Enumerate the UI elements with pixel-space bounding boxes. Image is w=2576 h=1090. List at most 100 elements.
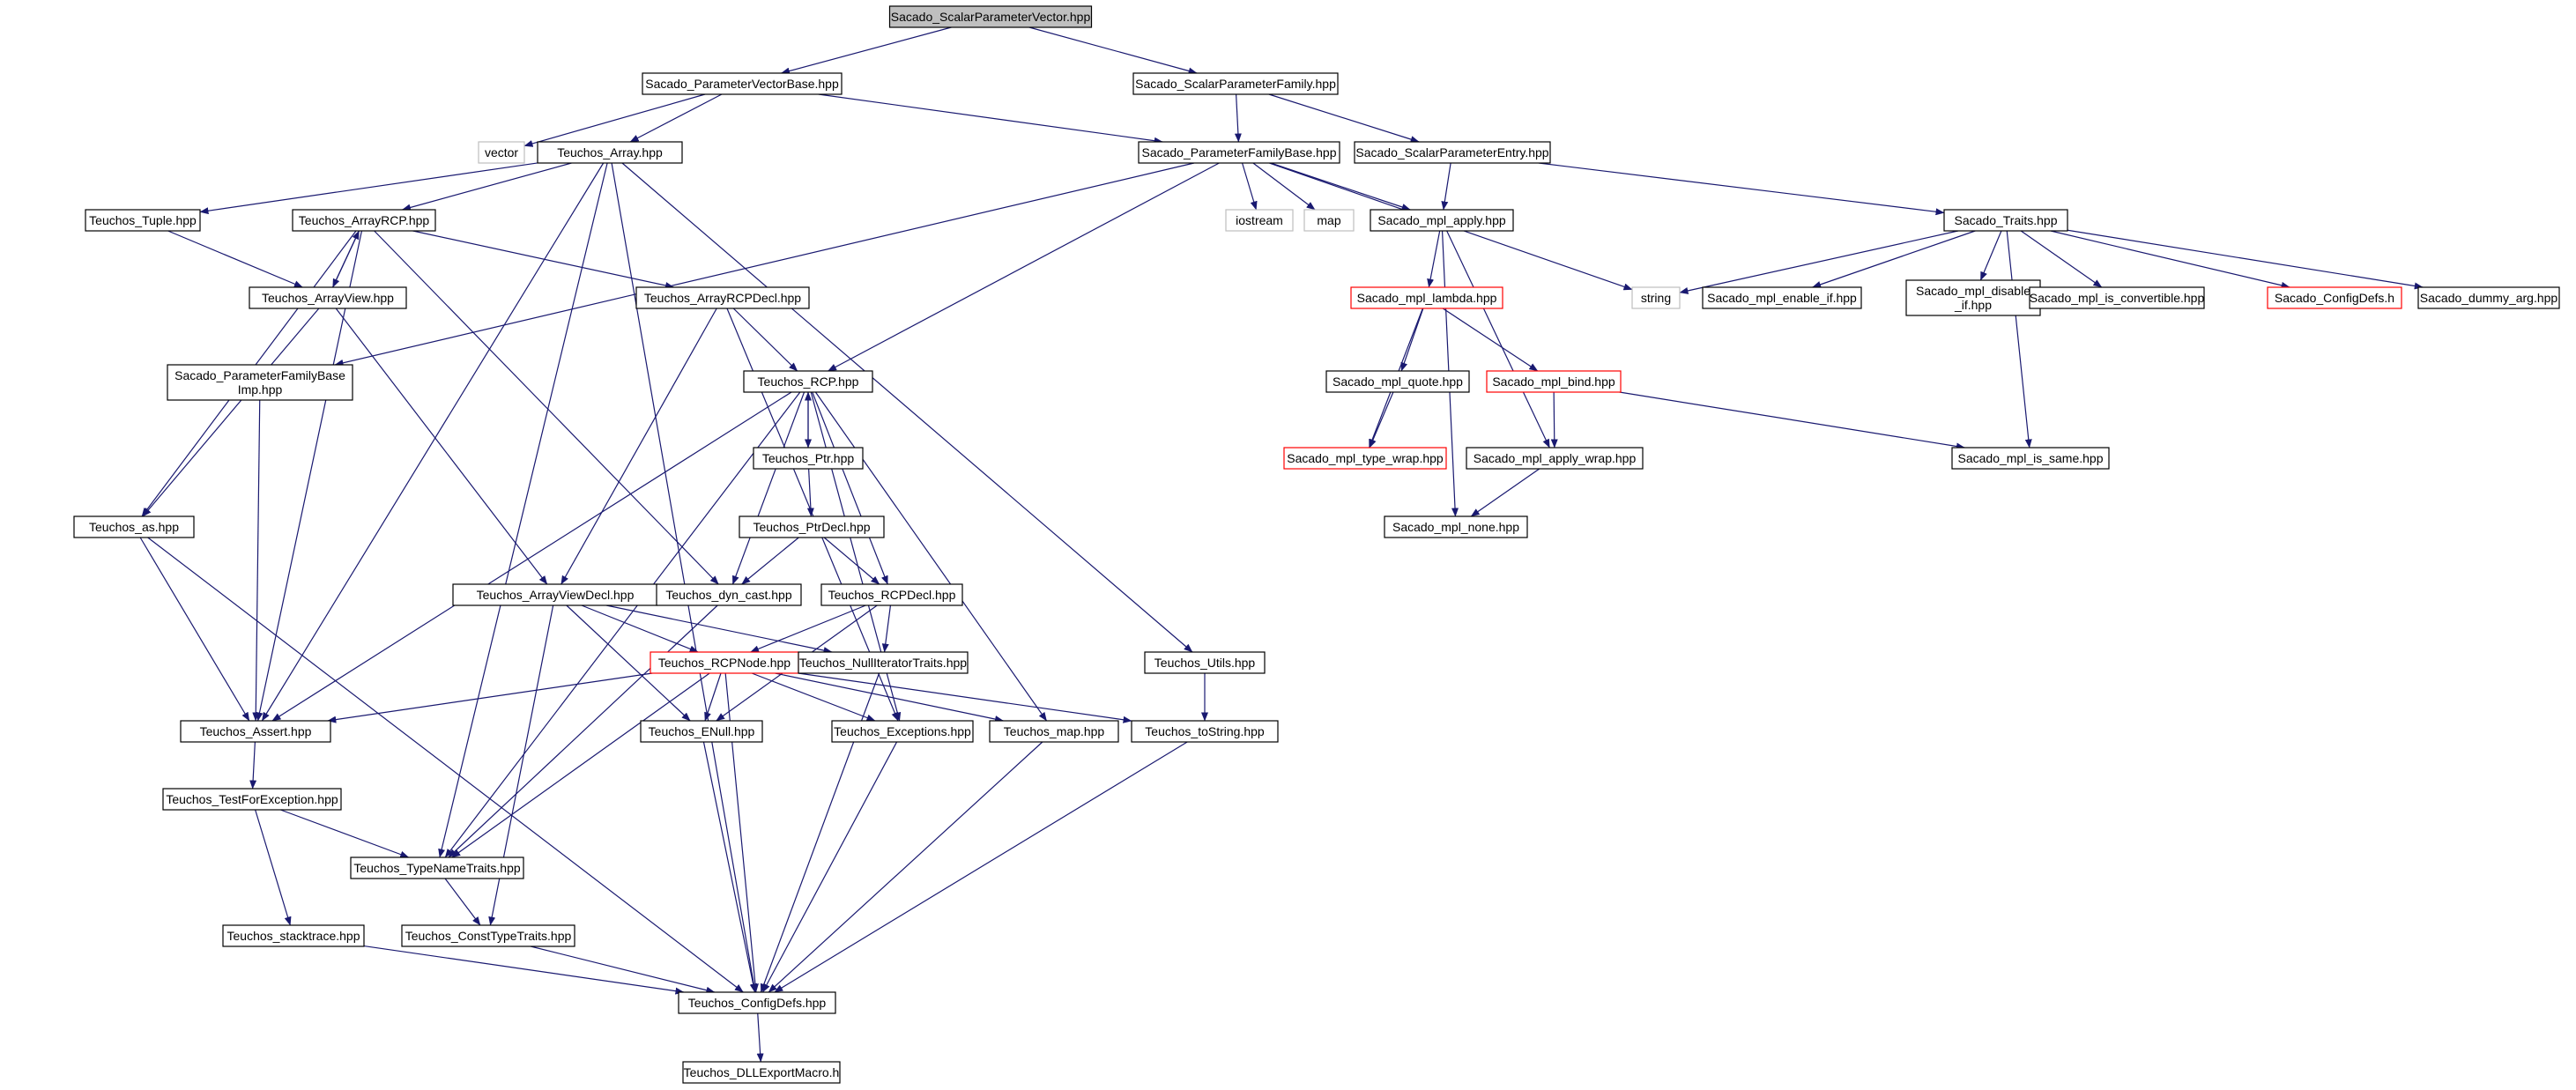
edge-trcp-to-tdyn <box>731 391 805 585</box>
node-label-tstack: Teuchos_stacktrace.hpp <box>227 929 360 943</box>
edge-svec-to-pvb <box>781 26 952 75</box>
node-label-pfb: Sacado_ParameterFamilyBase.hpp <box>1141 145 1336 159</box>
edge-straits-to-issame <box>2006 230 2032 449</box>
node-label-tavdecl: Teuchos_ArrayViewDecl.hpp <box>477 588 635 602</box>
edge-pfb-to-iostream <box>1242 162 1258 211</box>
node-tarcp[interactable]: Teuchos_ArrayRCP.hpp <box>292 209 436 232</box>
node-tav[interactable]: Teuchos_ArrayView.hpp <box>249 286 407 309</box>
edge-tmap-to-tconfig <box>768 741 1043 993</box>
node-tarcpdecl[interactable]: Teuchos_ArrayRCPDecl.hpp <box>635 286 810 309</box>
node-tstack[interactable]: Teuchos_stacktrace.hpp <box>222 924 365 947</box>
node-straits[interactable]: Sacado_Traits.hpp <box>1943 209 2068 232</box>
node-none[interactable]: Sacado_mpl_none.hpp <box>1384 515 1528 538</box>
node-label-vector: vector <box>485 145 518 159</box>
node-label-ttostr: Teuchos_toString.hpp <box>1145 724 1265 738</box>
edge-lambda-to-bind <box>1442 308 1539 372</box>
node-pvb[interactable]: Sacado_ParameterVectorBase.hpp <box>642 72 843 95</box>
edge-trcpdecl-to-tnulliter <box>881 604 892 653</box>
edge-tarcp-to-tarcpdecl <box>412 230 674 289</box>
node-tdyn[interactable]: Teuchos_dyn_cast.hpp <box>656 583 802 606</box>
node-lambda[interactable]: Sacado_mpl_lambda.hpp <box>1350 286 1503 309</box>
node-quote[interactable]: Sacado_mpl_quote.hpp <box>1325 370 1470 393</box>
node-label-spf: Sacado_ScalarParameterFamily.hpp <box>1135 77 1336 91</box>
node-trcpnode[interactable]: Teuchos_RCPNode.hpp <box>650 651 799 674</box>
node-box-pvb <box>642 72 843 95</box>
edge-trcp-to-trcpdecl <box>812 391 888 585</box>
node-trcp[interactable]: Teuchos_RCP.hpp <box>743 370 873 393</box>
node-trcpdecl[interactable]: Teuchos_RCPDecl.hpp <box>820 583 963 606</box>
node-tconfig[interactable]: Teuchos_ConfigDefs.hpp <box>678 991 836 1014</box>
node-box-tutils <box>1144 651 1266 674</box>
node-label-ttuple: Teuchos_Tuple.hpp <box>89 213 197 227</box>
node-label-string: string <box>1641 291 1671 305</box>
node-box-isconv <box>2029 286 2205 309</box>
edge-trcpnode-to-tassert <box>327 672 653 723</box>
node-label-tarcpdecl: Teuchos_ArrayRCPDecl.hpp <box>644 291 801 305</box>
node-label-iostream: iostream <box>1236 213 1283 227</box>
edge-tassert-to-ttfe <box>249 741 257 790</box>
node-issame[interactable]: Sacado_mpl_is_same.hpp <box>1951 447 2110 470</box>
node-box-spf <box>1132 72 1339 95</box>
edge-texc-to-tconfig <box>761 741 898 993</box>
node-ttuple[interactable]: Teuchos_Tuple.hpp <box>85 209 201 232</box>
edge-bind-to-applywrap <box>1550 391 1558 449</box>
node-label-sconfig: Sacado_ConfigDefs.h <box>2275 291 2394 305</box>
node-tenull[interactable]: Teuchos_ENull.hpp <box>640 720 763 743</box>
node-box-tarcpdecl <box>635 286 810 309</box>
node-isconv[interactable]: Sacado_mpl_is_convertible.hpp <box>2029 286 2205 309</box>
node-label-dummy: Sacado_dummy_arg.hpp <box>2420 291 2558 305</box>
node-tptr[interactable]: Teuchos_Ptr.hpp <box>753 447 864 470</box>
node-typewrap[interactable]: Sacado_mpl_type_wrap.hpp <box>1283 447 1447 470</box>
node-vector: vector <box>478 141 525 164</box>
node-texc[interactable]: Teuchos_Exceptions.hpp <box>831 720 974 743</box>
node-tas[interactable]: Teuchos_as.hpp <box>73 515 195 538</box>
node-box-tarcp <box>292 209 436 232</box>
node-tassert[interactable]: Teuchos_Assert.hpp <box>180 720 331 743</box>
node-label-texc: Teuchos_Exceptions.hpp <box>834 724 971 738</box>
edge-straits-to-sconfig <box>2050 230 2290 289</box>
node-tarray[interactable]: Teuchos_Array.hpp <box>537 141 683 164</box>
node-box-typewrap <box>1283 447 1447 470</box>
node-label-tutils: Teuchos_Utils.hpp <box>1154 656 1256 670</box>
node-label-typewrap: Sacado_mpl_type_wrap.hpp <box>1287 451 1444 465</box>
node-box-lambda <box>1350 286 1503 309</box>
node-dummy[interactable]: Sacado_dummy_arg.hpp <box>2417 286 2560 309</box>
node-disableif[interactable]: Sacado_mpl_disable_if.hpp <box>1905 279 2041 316</box>
edge-bind-to-issame <box>1619 391 1965 450</box>
node-tctt[interactable]: Teuchos_ConstTypeTraits.hpp <box>401 924 575 947</box>
node-tavdecl[interactable]: Teuchos_ArrayViewDecl.hpp <box>452 583 658 606</box>
node-spf[interactable]: Sacado_ScalarParameterFamily.hpp <box>1132 72 1339 95</box>
node-bind[interactable]: Sacado_mpl_bind.hpp <box>1486 370 1622 393</box>
node-enableif[interactable]: Sacado_mpl_enable_if.hpp <box>1702 286 1862 309</box>
node-label-tnulliter: Teuchos_NullIteratorTraits.hpp <box>799 656 967 670</box>
node-sconfig[interactable]: Sacado_ConfigDefs.h <box>2267 286 2402 309</box>
node-ttostr[interactable]: Teuchos_toString.hpp <box>1131 720 1279 743</box>
edge-tconfig-to-tdll <box>756 1012 764 1063</box>
node-tutils[interactable]: Teuchos_Utils.hpp <box>1144 651 1266 674</box>
node-tptrdecl[interactable]: Teuchos_PtrDecl.hpp <box>739 515 885 538</box>
node-applywrap[interactable]: Sacado_mpl_apply_wrap.hpp <box>1466 447 1644 470</box>
node-mplapply[interactable]: Sacado_mpl_apply.hpp <box>1370 209 1514 232</box>
edge-tarray-to-tarcp <box>401 162 572 211</box>
edge-straits-to-string <box>1679 230 1958 294</box>
edge-pfb-to-map <box>1252 162 1316 211</box>
node-box-map <box>1303 209 1355 232</box>
node-tnulliter[interactable]: Teuchos_NullIteratorTraits.hpp <box>798 651 969 674</box>
edge-trcp-to-ttnt <box>444 391 801 858</box>
edge-mplapply-to-applywrap <box>1446 230 1550 449</box>
node-pfb[interactable]: Sacado_ParameterFamilyBase.hpp <box>1138 141 1340 164</box>
node-label-tmap: Teuchos_map.hpp <box>1004 724 1105 738</box>
node-svec[interactable]: Sacado_ScalarParameterVector.hpp <box>888 5 1093 28</box>
edge-spf-to-pfb <box>1234 93 1242 143</box>
node-spe[interactable]: Sacado_ScalarParameterEntry.hpp <box>1354 141 1551 164</box>
node-tmap[interactable]: Teuchos_map.hpp <box>989 720 1119 743</box>
edge-trcpnode-to-ttnt <box>451 672 710 858</box>
node-box-tptrdecl <box>739 515 885 538</box>
edge-tarcpdecl-to-tavdecl <box>560 308 717 585</box>
node-label-quote: Sacado_mpl_quote.hpp <box>1333 374 1463 389</box>
node-ttfe[interactable]: Teuchos_TestForException.hpp <box>162 788 342 811</box>
node-ttnt[interactable]: Teuchos_TypeNameTraits.hpp <box>350 856 524 879</box>
node-tdll[interactable]: Teuchos_DLLExportMacro.h <box>682 1061 841 1084</box>
